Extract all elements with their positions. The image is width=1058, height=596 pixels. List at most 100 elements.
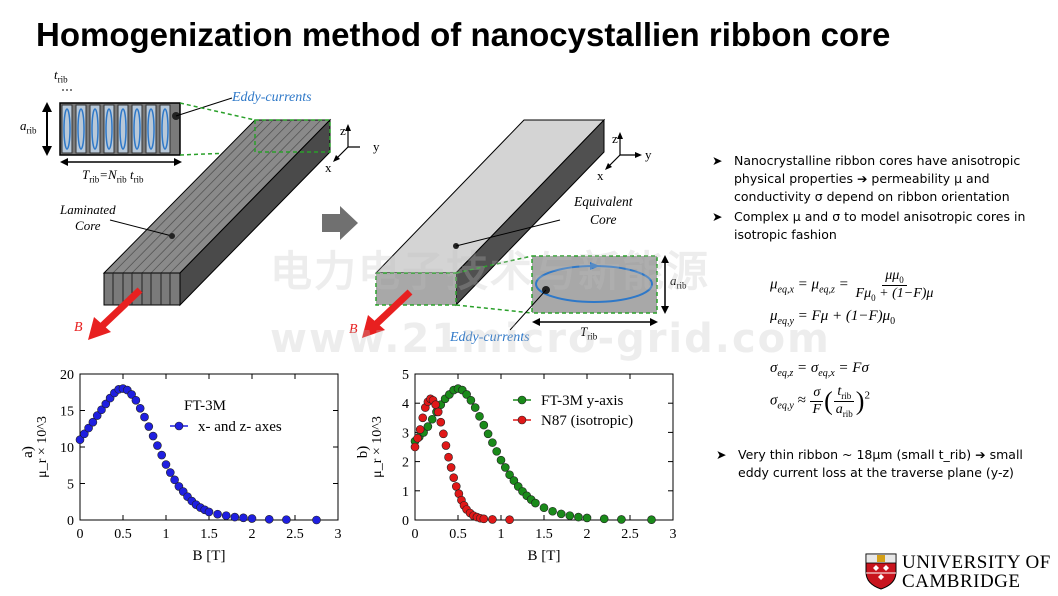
y-axis-label: μ_r × 10^3 bbox=[35, 416, 50, 478]
data-point bbox=[166, 468, 175, 477]
data-point bbox=[80, 429, 89, 439]
x-tick-label: 2.5 bbox=[286, 527, 304, 542]
laminated-core-diagram bbox=[42, 89, 360, 340]
axis-x-left: x bbox=[325, 160, 332, 175]
y-tick-label: 0 bbox=[402, 514, 409, 529]
data-point bbox=[92, 411, 102, 420]
x-tick-label: 3 bbox=[670, 527, 677, 542]
plot-frame bbox=[79, 373, 339, 521]
legend-entry: x- and z- axes bbox=[198, 419, 282, 435]
x-tick-label: 3 bbox=[335, 527, 342, 542]
y-tick-label: 3 bbox=[402, 426, 409, 441]
data-point bbox=[97, 405, 106, 415]
t-rib-label: trib bbox=[54, 67, 68, 85]
x-tick-label: 2.5 bbox=[621, 527, 639, 542]
data-point bbox=[415, 425, 425, 434]
y-axis-label: μ_r × 10^3 bbox=[370, 416, 385, 478]
data-point bbox=[88, 417, 98, 427]
x-tick-label: 1.5 bbox=[200, 527, 218, 542]
data-point bbox=[488, 515, 497, 524]
data-point bbox=[433, 407, 443, 417]
legend-entry: N87 (isotropic) bbox=[541, 413, 633, 429]
x-tick-label: 1.5 bbox=[535, 527, 553, 542]
cambridge-crest-icon bbox=[865, 553, 897, 590]
b-field-label-right: B bbox=[349, 322, 358, 337]
data-point bbox=[101, 399, 111, 409]
data-point bbox=[451, 482, 461, 491]
y-tick-label: 5 bbox=[67, 478, 74, 493]
x-tick-label: 1 bbox=[163, 527, 170, 542]
bullet-anisotropic: ➤Nanocrystalline ribbon cores have aniso… bbox=[712, 153, 1021, 204]
data-point bbox=[505, 515, 514, 525]
legend-swatch bbox=[517, 395, 527, 405]
data-point bbox=[582, 513, 592, 523]
data-point bbox=[213, 509, 222, 519]
data-point bbox=[221, 511, 231, 520]
data-point bbox=[496, 455, 506, 465]
panel-label: b) bbox=[355, 446, 371, 459]
x-tick-label: 0 bbox=[77, 527, 84, 542]
watermark-url: www.21micro-grid.com bbox=[270, 316, 831, 362]
data-point bbox=[140, 412, 149, 422]
legend-swatch bbox=[517, 415, 527, 425]
data-point bbox=[599, 514, 609, 524]
equation-mu-y: μeq,y = Fμ + (1−F)μ0 bbox=[770, 308, 896, 327]
data-point bbox=[470, 403, 480, 412]
data-point bbox=[574, 512, 583, 522]
data-point bbox=[488, 438, 497, 447]
y-tick-label: 20 bbox=[60, 368, 74, 383]
data-point bbox=[431, 400, 440, 409]
data-point bbox=[153, 441, 162, 450]
data-point bbox=[75, 435, 85, 444]
data-point bbox=[135, 404, 145, 413]
data-point bbox=[157, 450, 166, 460]
data-point bbox=[479, 420, 489, 430]
x-tick-label: 0.5 bbox=[114, 527, 132, 542]
data-point bbox=[148, 431, 158, 441]
axis-y-left: y bbox=[373, 139, 380, 154]
lamination-cells bbox=[61, 104, 171, 154]
data-point bbox=[446, 463, 456, 472]
data-point bbox=[441, 441, 451, 450]
T-rib-label-right: Trib bbox=[580, 324, 598, 342]
data-point bbox=[556, 509, 566, 519]
data-point bbox=[539, 503, 549, 513]
bullet-thin-ribbon: ➤Very thin ribbon ~ 18µm (small t_rib) ➔… bbox=[716, 447, 1023, 480]
x-tick-label: 0.5 bbox=[449, 527, 467, 542]
equation-sigma-zx: σeq,z = σeq,x = Fσ bbox=[770, 360, 869, 379]
data-point bbox=[144, 422, 154, 431]
front-lamination-lines bbox=[112, 273, 171, 305]
a-rib-label: arib bbox=[20, 118, 37, 136]
data-point bbox=[127, 390, 136, 399]
axis-y-right: y bbox=[645, 147, 652, 162]
b-field-label-left: B bbox=[74, 320, 83, 335]
data-point bbox=[427, 414, 437, 424]
data-point bbox=[548, 506, 557, 516]
data-point bbox=[449, 473, 458, 482]
data-point bbox=[418, 413, 428, 423]
data-point bbox=[509, 476, 519, 485]
data-point bbox=[617, 515, 626, 524]
x-axis-label: B [T] bbox=[528, 548, 561, 564]
axis-z-right: z bbox=[612, 131, 618, 146]
transition-arrow-icon bbox=[322, 206, 358, 240]
T-rib-equation: Trib=Nrib trib bbox=[82, 167, 144, 185]
y-tick-label: 10 bbox=[60, 441, 74, 456]
data-point bbox=[282, 515, 291, 524]
data-point bbox=[483, 429, 493, 439]
axis-x-right: x bbox=[597, 168, 604, 183]
data-point bbox=[505, 470, 514, 480]
data-point bbox=[565, 511, 575, 520]
x-axis-label: B [T] bbox=[193, 548, 226, 564]
legend-entry: FT-3M y-axis bbox=[541, 393, 624, 409]
data-point bbox=[647, 515, 656, 525]
data-point bbox=[170, 475, 179, 485]
data-point bbox=[264, 514, 274, 524]
x-tick-label: 1 bbox=[498, 527, 505, 542]
data-point bbox=[204, 507, 214, 517]
